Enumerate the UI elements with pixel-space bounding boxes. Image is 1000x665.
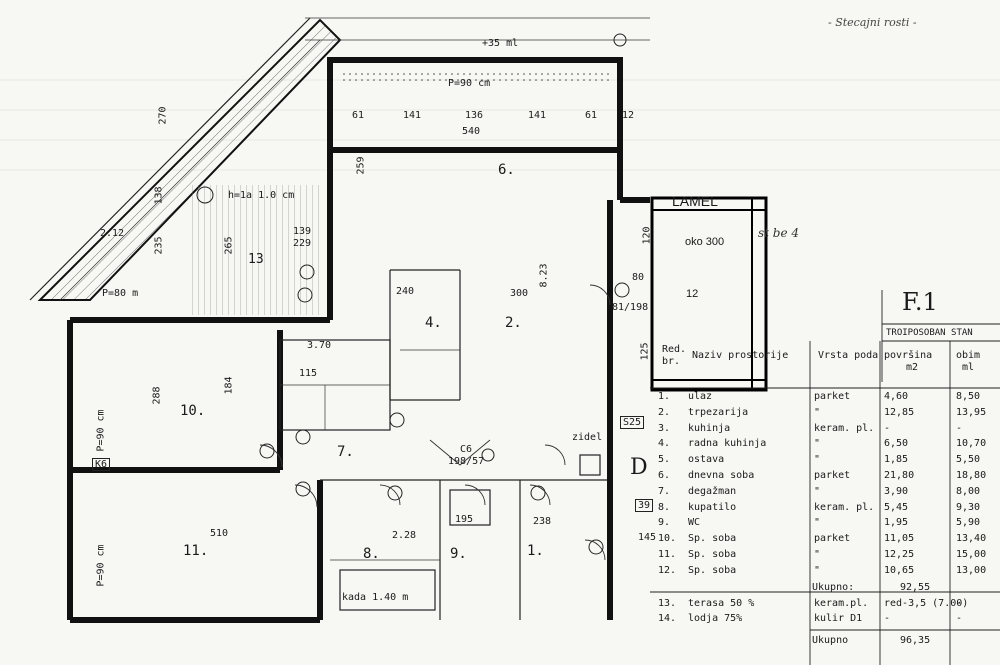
door-swings bbox=[259, 284, 611, 561]
circle-markers bbox=[196, 33, 630, 555]
room-6-walls bbox=[305, 17, 650, 320]
lamel-box bbox=[650, 196, 768, 392]
terrace-13-area bbox=[190, 185, 320, 315]
legend-table-lines bbox=[650, 290, 1000, 665]
